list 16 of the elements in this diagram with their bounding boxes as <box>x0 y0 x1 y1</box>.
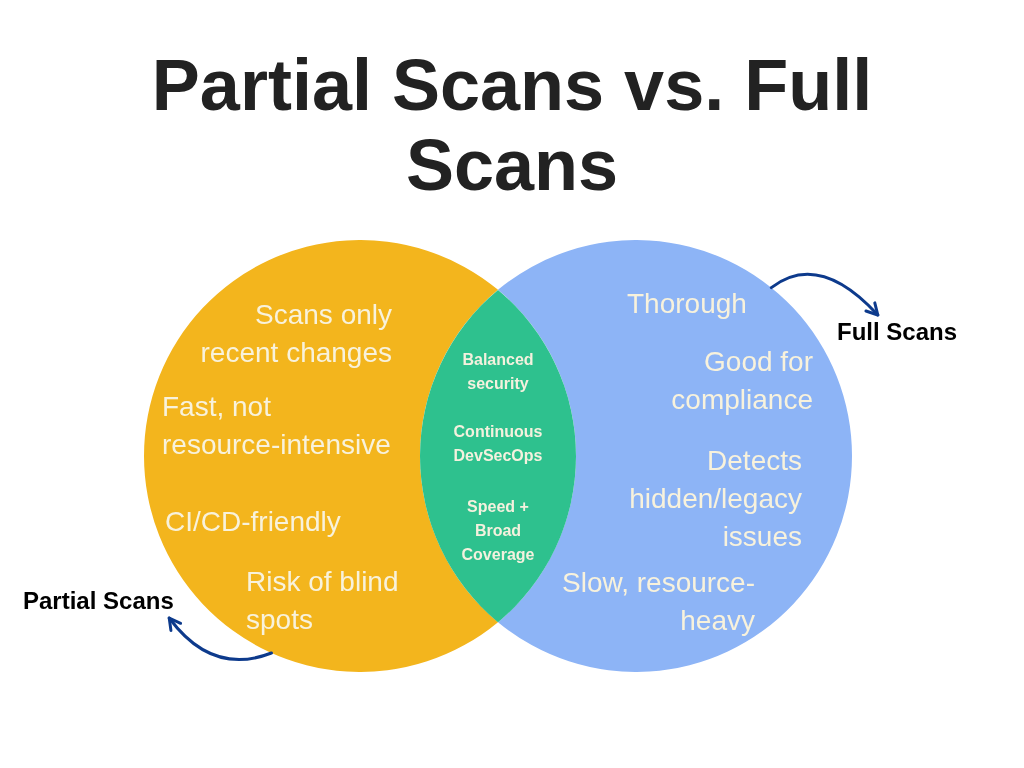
shared-feature-text: Balanced security <box>461 350 535 394</box>
set-label: Full Scans <box>837 318 958 346</box>
feature-text: Good for compliance <box>670 345 813 417</box>
curved-arrow <box>167 616 273 661</box>
feature-text: Thorough <box>627 287 748 321</box>
feature-text: Risk of blind spots <box>246 565 400 637</box>
feature-text: Scans only recent changes <box>199 298 392 370</box>
shared-feature-text: Continuous DevSecOps <box>452 422 544 466</box>
feature-text: Fast, not resource-intensive <box>162 390 392 462</box>
set-label: Partial Scans <box>23 587 174 615</box>
title: Partial Scans vs. Full Scans <box>150 45 874 205</box>
curved-arrow <box>769 272 880 317</box>
feature-text: CI/CD-friendly <box>165 505 342 539</box>
shared-feature-text: Speed + Broad Coverage <box>460 497 536 565</box>
feature-text: Detects hidden/legacy issues <box>628 444 802 554</box>
feature-text: Slow, resource-heavy <box>561 566 755 638</box>
